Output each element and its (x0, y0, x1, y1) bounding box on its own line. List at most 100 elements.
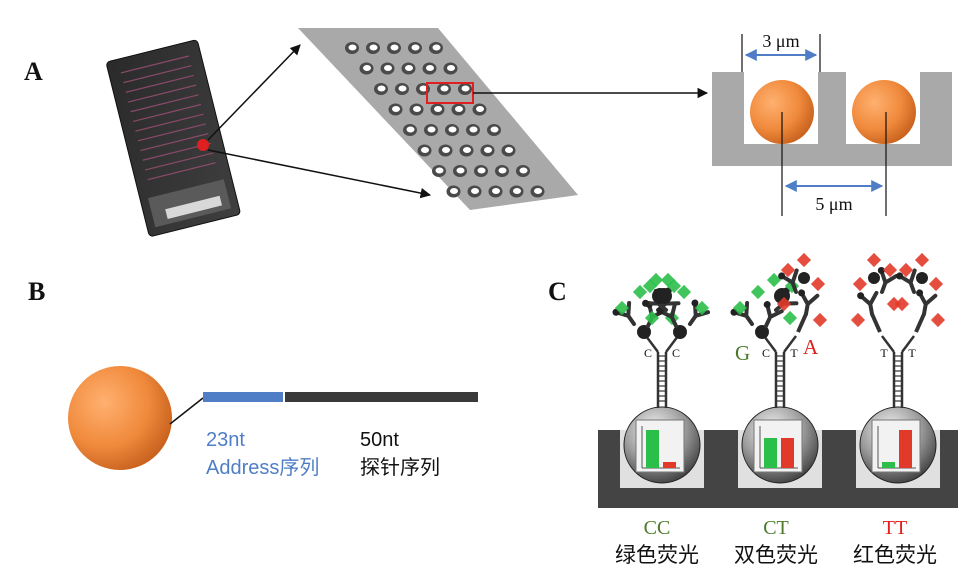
bead-surface-section (298, 28, 578, 210)
fluor-dye (642, 278, 658, 294)
fluor-dye (928, 276, 944, 292)
well-bead (390, 44, 399, 51)
fluor-dye (632, 284, 648, 300)
well-bead (447, 65, 455, 71)
allele-a-label: A (803, 335, 819, 359)
antibody-icon (656, 302, 678, 328)
well-bead (450, 188, 458, 194)
intensity-inset (871, 419, 921, 473)
pitch-label: 5 μm (815, 194, 852, 214)
biotin-head (673, 325, 687, 339)
well-bead (534, 188, 542, 194)
antibody-icon (916, 289, 938, 316)
antibody-icon (798, 289, 820, 316)
well-bead (427, 126, 436, 133)
probe-name-label: 探针序列 (360, 456, 440, 479)
genotype-label-cc: CC (644, 517, 671, 539)
well-bead (384, 65, 392, 71)
fluor-dye (660, 272, 676, 288)
address-name-label: Address序列 (206, 456, 319, 479)
fluor-dye (776, 296, 792, 312)
well-bead (440, 85, 449, 92)
well-bead (421, 147, 429, 153)
panel-b: B 23nt Address序列 50nt 探针序列 (28, 277, 478, 479)
well-bead (442, 147, 450, 153)
fluor-dye (796, 252, 812, 268)
well-bead (455, 106, 463, 112)
fluor-dye (914, 252, 930, 268)
well-bead (492, 188, 500, 194)
panel-a: A (24, 28, 952, 237)
well-bead (419, 85, 428, 92)
zoom-arrow-upper (207, 44, 301, 141)
bar-green (764, 438, 777, 468)
fluor-dye (850, 312, 866, 328)
base-label: C (644, 346, 652, 360)
well-bead (463, 147, 471, 153)
well-bead (471, 188, 479, 194)
fluor-dye (886, 296, 902, 312)
allele-g-label: G (735, 341, 750, 365)
well-bead (435, 167, 444, 174)
biotin-head (755, 325, 769, 339)
probe-length-label: 50nt (360, 429, 399, 451)
well-bead (477, 167, 486, 174)
bar-green (882, 462, 895, 468)
well-bead (456, 167, 465, 174)
well-bead (490, 126, 499, 133)
fluor-dye (866, 252, 882, 268)
well-bead (469, 126, 478, 133)
panel-label-a: A (24, 57, 43, 86)
address-segment (203, 392, 283, 402)
well-cross-section: 3 μm 5 μm (712, 31, 952, 216)
well-bead (434, 106, 442, 112)
intensity-inset (753, 419, 803, 473)
base-label: C (762, 346, 770, 360)
well-bead (476, 106, 484, 112)
biotin-head (637, 325, 651, 339)
fluor-dye (750, 284, 766, 300)
fluor-dye (882, 262, 898, 278)
antibody-icon (778, 268, 799, 294)
beadchip-slide (106, 39, 241, 237)
fluorescence-label-ct: 双色荧光 (734, 544, 818, 567)
zoom-arrow-lower (207, 149, 432, 199)
well-bead (426, 65, 434, 71)
fluor-dye (812, 312, 828, 328)
bead-well-grid (345, 42, 545, 198)
well-bead (519, 167, 528, 174)
bead-right (852, 80, 916, 144)
fluor-dye (852, 276, 868, 292)
genotype-captions: CC 绿色荧光 CT 双色荧光 TT 红色荧光 (615, 517, 937, 567)
fluor-dye (898, 262, 914, 278)
fluor-dye (810, 276, 826, 292)
well-bead (413, 106, 421, 112)
panel-label-b: B (28, 277, 45, 306)
genotype-label-tt: TT (883, 517, 907, 539)
probe-segment (285, 392, 478, 402)
bar-red (663, 462, 676, 468)
well-bead (461, 85, 470, 92)
well-bead (369, 44, 378, 51)
antibody-icon (688, 299, 711, 326)
well-bead (348, 44, 357, 51)
antibody-icon (857, 290, 879, 316)
fluor-dye (644, 310, 660, 326)
well-bead (392, 106, 400, 112)
well-bead (411, 44, 420, 51)
well-bead (505, 147, 513, 153)
address-length-label: 23nt (206, 429, 245, 451)
bead (68, 366, 172, 470)
well-bead (398, 85, 407, 92)
fluor-dye (780, 262, 796, 278)
intensity-inset (635, 419, 685, 473)
antibody-icon (612, 301, 636, 326)
bar-green (646, 430, 659, 468)
sample-point-dot (197, 139, 209, 151)
well-bead (377, 85, 386, 92)
